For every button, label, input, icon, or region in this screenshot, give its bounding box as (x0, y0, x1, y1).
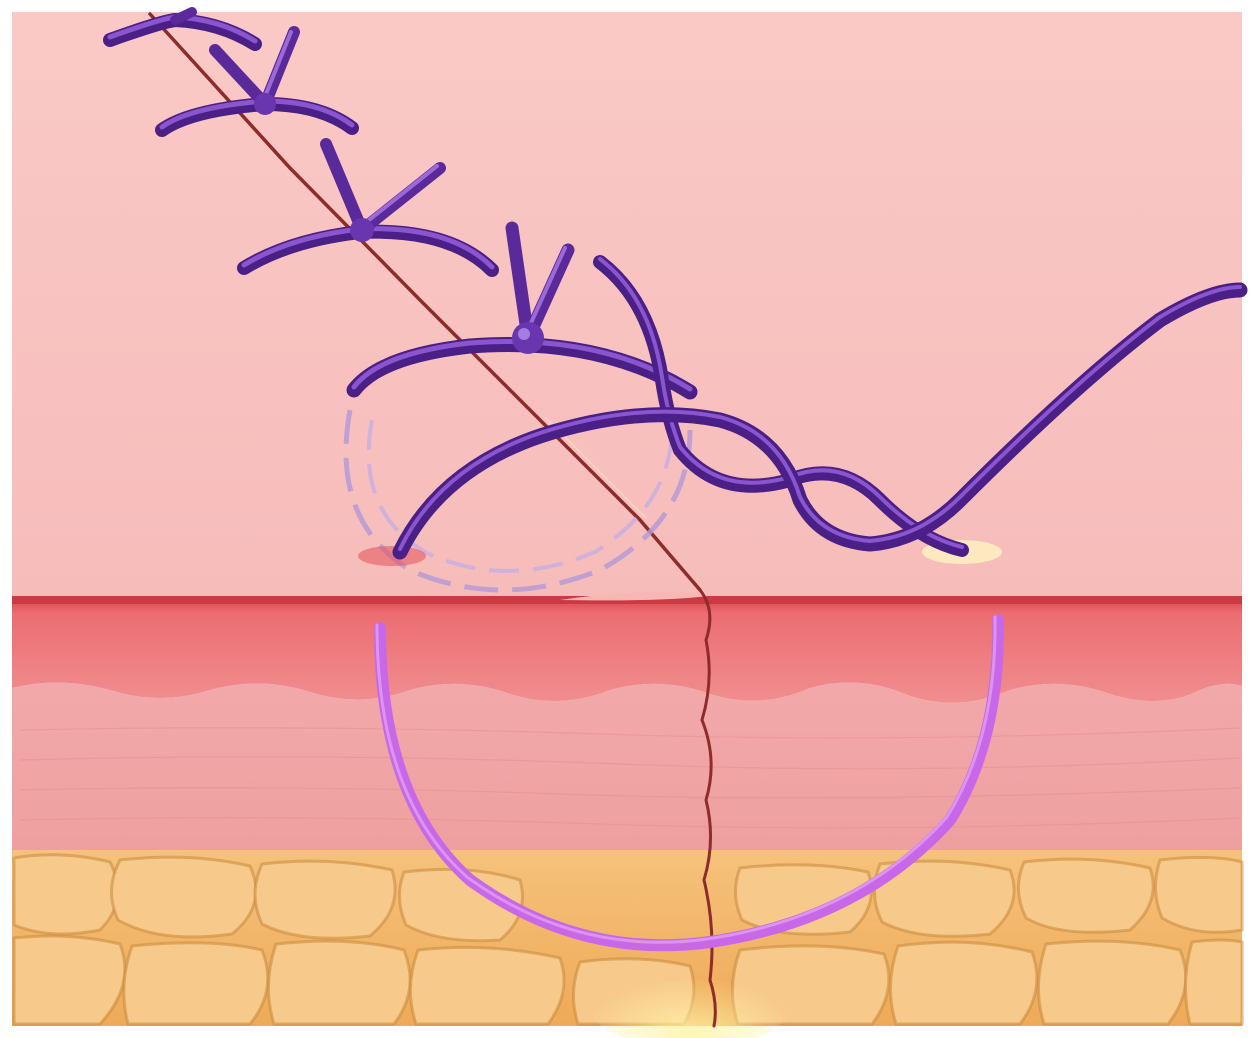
dashed-needle-path (343, 409, 693, 593)
dermis-layer (12, 682, 1242, 850)
skin-surface (12, 12, 1242, 602)
fat-layer (12, 848, 1244, 1038)
suture-knot-icon (237, 138, 499, 277)
suture-knot-icon (103, 7, 262, 51)
tied-sutures (103, 7, 698, 400)
suture-knot-icon (155, 26, 359, 137)
suture-knot-icon (346, 221, 698, 400)
working-suture (392, 255, 1248, 560)
entry-puncture (358, 546, 426, 566)
epidermis-layer (12, 592, 1242, 703)
